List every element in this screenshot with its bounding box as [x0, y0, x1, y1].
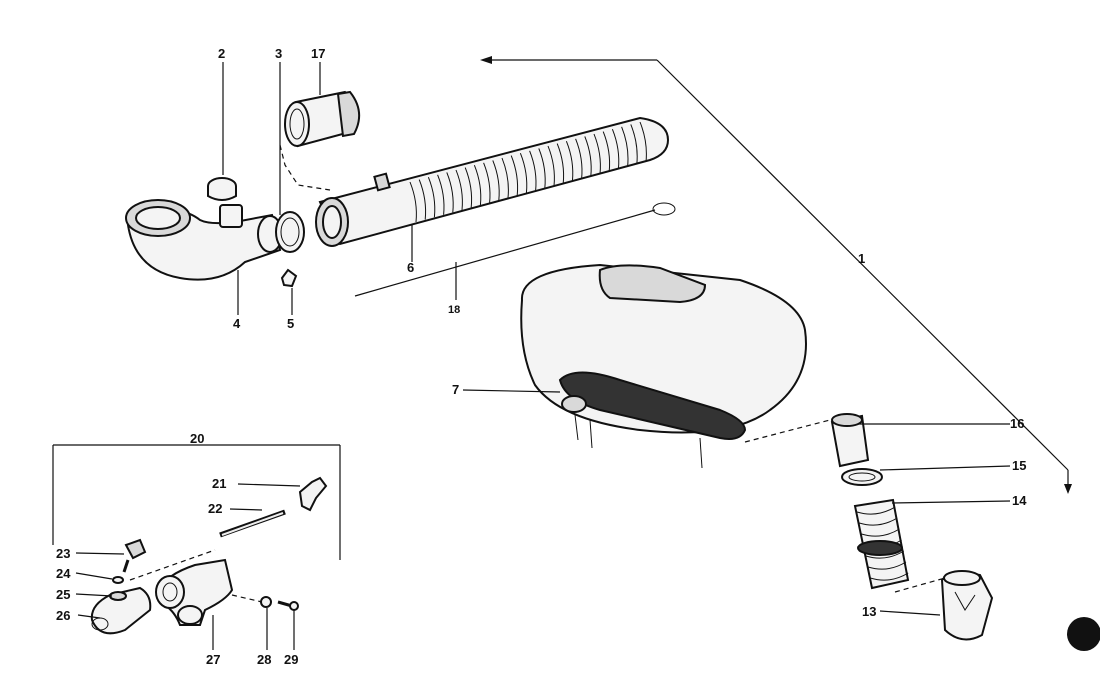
hose-rib: [427, 177, 436, 218]
hose-rib: [630, 124, 638, 165]
part-21-y-fitting: [298, 476, 328, 512]
hose-rib: [547, 145, 555, 187]
label-29: 29: [284, 652, 298, 667]
assembly-pointer-1: [480, 56, 1072, 494]
hose-rib: [446, 172, 454, 213]
hose-rib: [565, 141, 574, 182]
label-5: 5: [287, 316, 294, 331]
label-25: 25: [56, 587, 70, 602]
hose-rib: [510, 155, 519, 196]
label-28: 28: [257, 652, 271, 667]
hose-rib: [575, 138, 583, 179]
part-5-clip: [280, 268, 298, 288]
guide-dash-3: [279, 144, 331, 191]
hose-rib: [418, 179, 427, 220]
bellows-rib: [856, 506, 896, 515]
hose-rib: [556, 143, 565, 184]
part-18-rod: [354, 202, 676, 297]
label-22: 22: [208, 501, 222, 516]
hose-rib: [529, 150, 537, 191]
part-4-elbow: [125, 199, 283, 281]
part-6-corrugated-hose: [315, 116, 670, 247]
hose-rib: [639, 121, 647, 163]
callout-labels: 1 2 3 17 4 5 6 18 7 16 15 14 13 20 21 22…: [56, 46, 1027, 667]
label-21: 21: [212, 476, 226, 491]
part-22-pin: [219, 509, 286, 538]
label-4: 4: [233, 316, 241, 331]
guide-dash-27: [129, 549, 216, 581]
label-24: 24: [56, 566, 71, 581]
part-14-bellows: [853, 498, 910, 590]
label-7: 7: [452, 382, 459, 397]
bellows-rib: [867, 561, 907, 570]
hose-rib: [437, 174, 445, 215]
part-24-washer: [112, 576, 124, 584]
label-6: 6: [407, 260, 414, 275]
leader-lines: [75, 62, 1011, 650]
bellows-rib: [859, 517, 898, 526]
bellows-rib: [870, 572, 909, 581]
hose-rib: [464, 167, 473, 208]
hose-corrugations: [409, 121, 647, 223]
group-20-bracket: [52, 444, 341, 560]
label-14: 14: [1012, 493, 1027, 508]
hose-rib: [409, 181, 417, 223]
hose-rib: [611, 129, 620, 170]
part-28-nut: [260, 596, 272, 608]
part-3-clamp-ring: [275, 211, 305, 253]
bellows-rib: [865, 550, 905, 559]
label-13: 13: [862, 604, 876, 619]
corner-dot: [1067, 617, 1100, 651]
part-15-ring: [841, 468, 883, 486]
label-20: 20: [190, 431, 204, 446]
hose-rib: [584, 136, 592, 177]
label-26: 26: [56, 608, 70, 623]
part-27-t-fitting: [155, 558, 234, 626]
label-16: 16: [1010, 416, 1024, 431]
hose-rib: [602, 131, 611, 172]
guide-dash-28: [231, 594, 263, 603]
hose-rib: [593, 133, 601, 175]
hose-rib: [501, 157, 509, 199]
hose-rib: [455, 169, 463, 211]
part-23-bolt: [122, 538, 147, 573]
part-2-cap: [207, 177, 237, 201]
hose-rib: [519, 153, 528, 194]
part-16-sleeve: [830, 413, 870, 468]
part-29-screw: [277, 600, 299, 611]
part-13-housing: [940, 570, 994, 641]
label-2: 2: [218, 46, 225, 61]
label-15: 15: [1012, 458, 1026, 473]
hose-rib: [492, 160, 500, 201]
hose-rib: [473, 165, 482, 206]
label-1: 1: [858, 251, 865, 266]
label-3: 3: [275, 46, 282, 61]
bellows-ribs: [856, 506, 909, 581]
hose-rib: [538, 148, 546, 189]
label-27: 27: [206, 652, 220, 667]
label-17: 17: [311, 46, 325, 61]
part-7-tank: [520, 263, 807, 469]
hose-rib: [483, 162, 491, 203]
part-17-sleeve: [284, 90, 361, 148]
bellows-rib: [861, 528, 900, 537]
hose-rib: [621, 126, 629, 167]
guide-dash-16: [744, 419, 831, 443]
label-18: 18: [448, 304, 460, 316]
label-23: 23: [56, 546, 70, 561]
